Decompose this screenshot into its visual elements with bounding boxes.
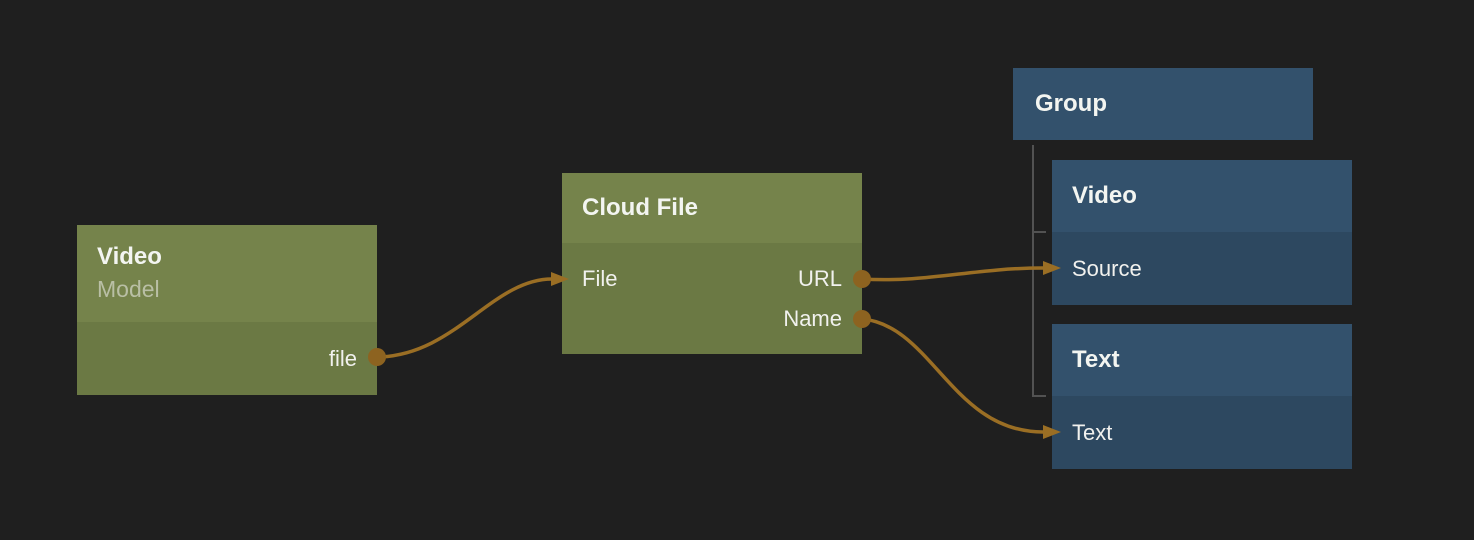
- input-port-text[interactable]: Text: [1052, 396, 1352, 469]
- node-group-text-header[interactable]: Text: [1052, 324, 1352, 396]
- input-port-source[interactable]: Source: [1052, 232, 1352, 305]
- output-port-name-label[interactable]: Name: [783, 306, 842, 331]
- node-group-video-header[interactable]: Video: [1052, 160, 1352, 232]
- node-group-video[interactable]: Video Source: [1052, 160, 1352, 305]
- node-title: Video: [97, 243, 162, 270]
- wire-name-to-text[interactable]: [861, 317, 1044, 434]
- connection-file-to-cloudfile[interactable]: [368, 272, 569, 366]
- node-group-text-body: Text: [1052, 396, 1352, 469]
- group-tree-tick-text: [1032, 395, 1046, 397]
- node-cloud-file[interactable]: Cloud File File URL Name: [562, 173, 862, 354]
- port-row-name: Name: [562, 299, 862, 339]
- group-tree-tick-video: [1032, 231, 1046, 233]
- node-subtitle: Model: [97, 276, 160, 302]
- output-port-file-label: file: [328, 345, 357, 371]
- node-group-video-body: Source: [1052, 232, 1352, 305]
- node-title: Text: [1072, 346, 1120, 373]
- node-title: Video: [1072, 182, 1137, 209]
- node-title: Cloud File: [582, 194, 698, 221]
- node-video-model-header[interactable]: Video Model: [77, 225, 377, 322]
- node-group[interactable]: Group: [1013, 68, 1313, 140]
- input-port-source-label: Source: [1072, 255, 1142, 281]
- connection-name-to-text[interactable]: [853, 310, 1061, 439]
- node-video-model-body: file: [77, 322, 377, 395]
- wire-url-to-source[interactable]: [861, 266, 1044, 282]
- output-port-file[interactable]: file: [77, 322, 377, 395]
- node-title: Group: [1035, 90, 1107, 117]
- node-group-text[interactable]: Text Text: [1052, 324, 1352, 469]
- node-cloud-file-header[interactable]: Cloud File: [562, 173, 862, 243]
- port-row-file-url: File URL: [562, 259, 862, 299]
- output-port-url-label[interactable]: URL: [797, 266, 842, 291]
- input-port-text-label: Text: [1072, 419, 1113, 445]
- node-video-model[interactable]: Video Model file: [77, 225, 377, 395]
- input-port-file-label[interactable]: File: [582, 266, 618, 291]
- node-cloud-file-body: File URL Name: [562, 243, 862, 354]
- wire-file-to-cloudfile[interactable]: [376, 277, 553, 359]
- group-tree-vertical-line: [1032, 145, 1034, 397]
- connection-url-to-source[interactable]: [853, 261, 1061, 288]
